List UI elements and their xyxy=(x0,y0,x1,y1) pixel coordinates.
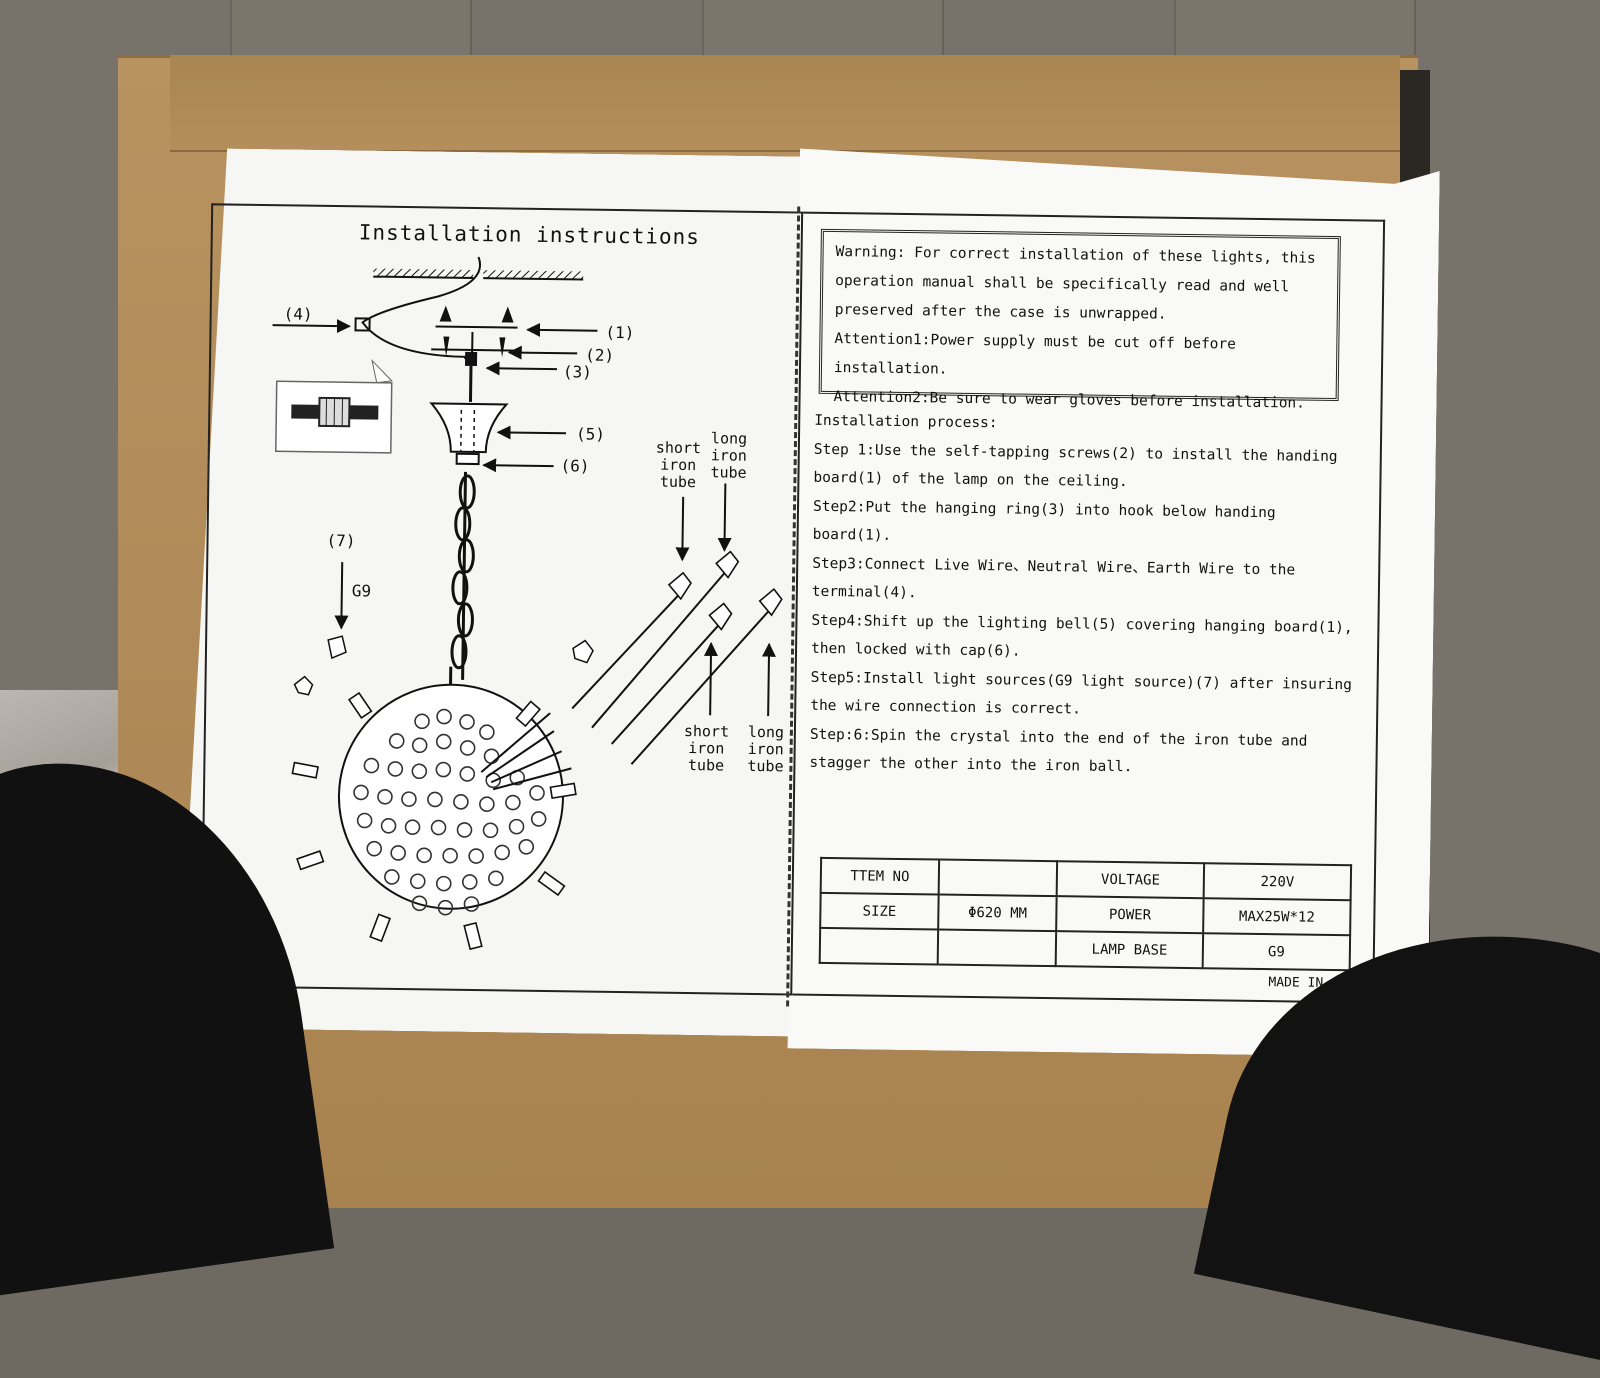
label-6: (6) xyxy=(560,457,589,475)
connector-icon xyxy=(573,640,593,662)
label-4: (4) xyxy=(284,305,313,323)
lighting-bell-icon xyxy=(431,403,507,452)
warning-box: Warning: For correct installation of the… xyxy=(819,229,1341,401)
rod-icon xyxy=(470,366,471,402)
table-cell: MAX25W*12 xyxy=(1203,898,1350,935)
label-1: (1) xyxy=(605,324,634,342)
table-cell: TTEM NO xyxy=(821,858,940,895)
cap-icon xyxy=(457,454,479,464)
terminal-detail-icon xyxy=(276,359,392,453)
installation-steps: Installation process: Step 1:Use the sel… xyxy=(809,407,1359,785)
table-cell: LAMP BASE xyxy=(1056,931,1203,968)
step-line: Step2:Put the hanging ring(3) into hook … xyxy=(812,492,1358,557)
table-cell: Φ620 MM xyxy=(938,895,1057,932)
table-cell: VOLTAGE xyxy=(1057,861,1204,898)
box-flap xyxy=(170,55,1400,152)
label-g9: G9 xyxy=(352,582,372,600)
table-cell xyxy=(938,930,1057,967)
table-cell xyxy=(820,928,939,965)
table-cell: 220V xyxy=(1204,863,1351,900)
warning-line: Attention1:Power supply must be cut off … xyxy=(834,325,1325,390)
connector-icon xyxy=(294,677,312,695)
table-cell: G9 xyxy=(1203,933,1350,970)
table-cell: SIZE xyxy=(820,893,939,930)
label-7: (7) xyxy=(326,532,355,550)
table-row: LAMP BASE G9 xyxy=(820,928,1350,970)
g9-bulb-icon xyxy=(328,636,346,658)
table-cell: POWER xyxy=(1056,896,1203,933)
label-5: (5) xyxy=(576,425,605,443)
installation-diagram xyxy=(178,148,810,1037)
chain-icon xyxy=(452,472,475,680)
spec-table: TTEM NO VOLTAGE 220V SIZE Φ620 MM POWER … xyxy=(819,857,1352,971)
hanging-ring-icon xyxy=(465,352,477,366)
label-3: (3) xyxy=(563,363,592,381)
instruction-sheet: Installation instructions xyxy=(177,148,1439,1065)
table-cell xyxy=(939,860,1058,897)
